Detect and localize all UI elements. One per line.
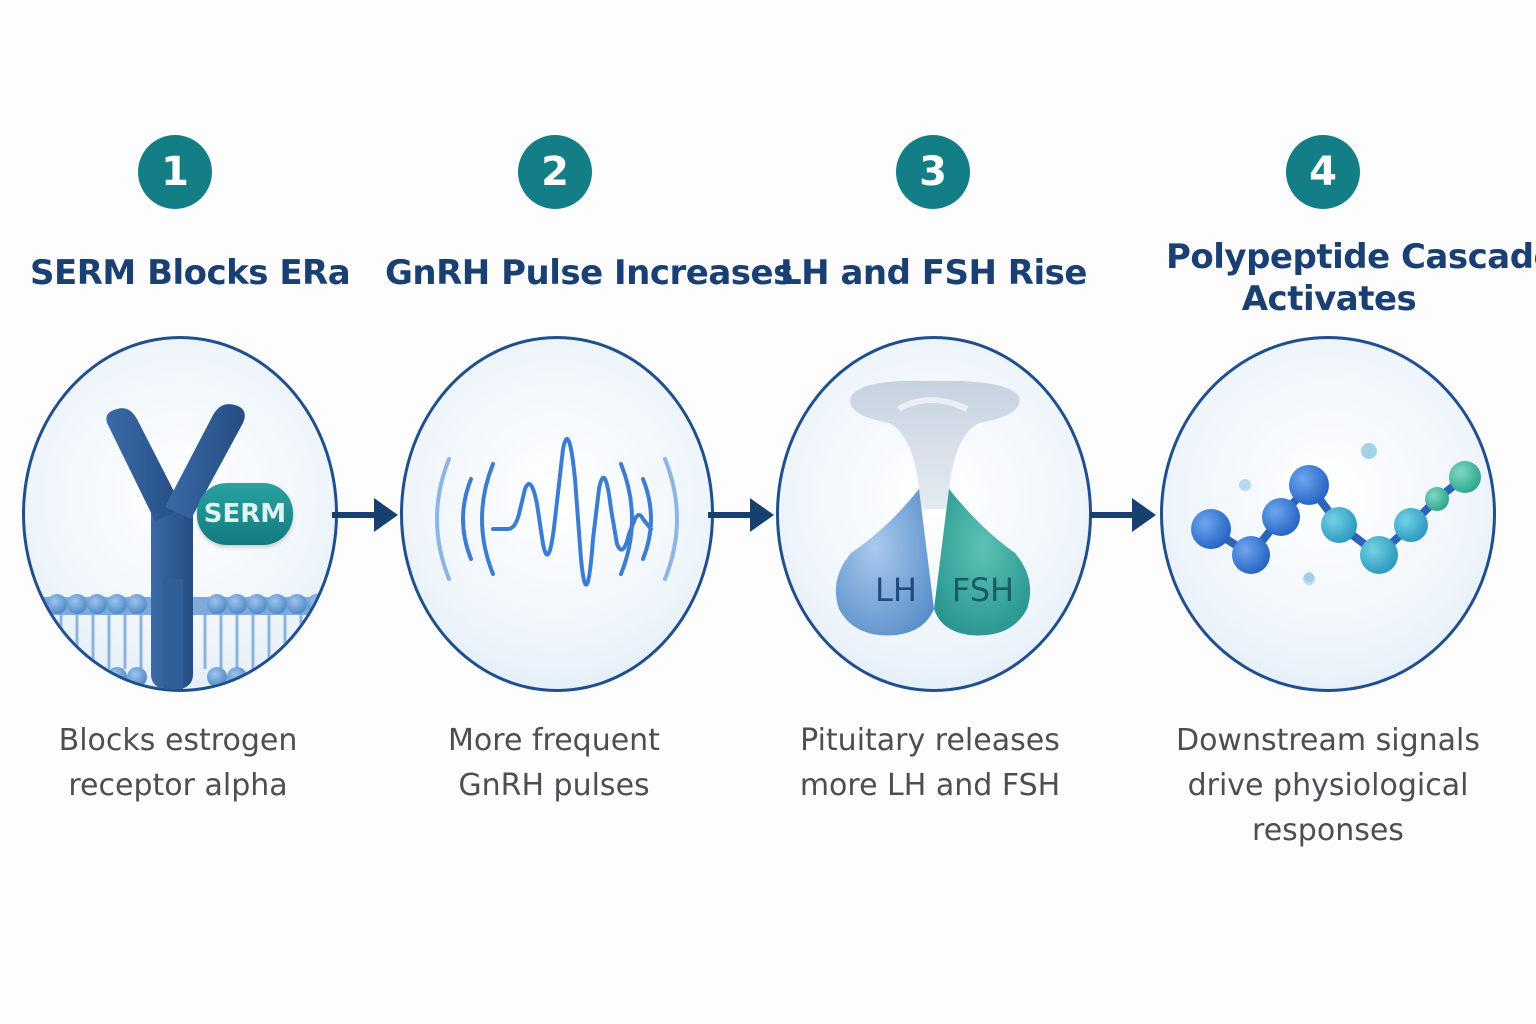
step-3-desc-line-2: more LH and FSH (799, 768, 1061, 803)
pulse-wave-icon (435, 437, 679, 587)
step-1-illustration-circle: SERM (22, 336, 338, 692)
step-3-title: LH and FSH Rise (780, 252, 1087, 294)
step-4-number-badge: 4 (1286, 135, 1360, 209)
fsh-lobe-label: FSH (951, 571, 1015, 609)
step-1-desc-line-1: Blocks estrogen (58, 723, 298, 758)
step-3-desc-line-1: Pituitary releases (800, 723, 1060, 758)
step-3-number-badge: 3 (896, 135, 970, 209)
step-4-title-line-2: Activates (1241, 279, 1417, 319)
arrow-step-1-to-2 (332, 498, 398, 532)
step-3-illustration-circle: LH FSH (776, 336, 1092, 692)
step-4-title: Polypeptide Cascade Activates (1166, 236, 1536, 320)
step-2-desc-line-2: GnRH pulses (458, 768, 650, 803)
step-2-number-badge: 2 (518, 135, 592, 209)
step-4-desc-line-2: drive physiological (1187, 768, 1469, 803)
pituitary-gland-illustration (835, 380, 1031, 636)
lh-lobe-label: LH (875, 571, 917, 609)
step-4-desc-line-3: responses (1252, 813, 1404, 848)
serm-label: SERM (203, 499, 287, 529)
step-2-illustration-circle (400, 336, 714, 692)
step-1-title: SERM Blocks ERa (30, 252, 351, 294)
polypeptide-chain-illustration (1191, 443, 1481, 585)
step-4-desc-line-1: Downstream signals (1175, 723, 1481, 758)
step-4-description: Downstream signals drive physiological r… (1170, 718, 1486, 853)
step-1-desc-line-2: receptor alpha (68, 768, 288, 803)
step-2-title-line-1: GnRH Pulse Increases (385, 253, 793, 293)
arrow-step-3-to-4 (1090, 498, 1156, 532)
step-1-number-badge: 1 (138, 135, 212, 209)
step-1-title-line-1: SERM Blocks ERa (30, 253, 351, 293)
step-2-desc-line-1: More frequent (448, 723, 660, 758)
step-1-description: Blocks estrogen receptor alpha (30, 718, 326, 808)
step-4-illustration-circle (1160, 336, 1496, 692)
step-3-description: Pituitary releases more LH and FSH (782, 718, 1078, 808)
serm-ligand-pill: SERM (197, 483, 293, 545)
step-3-title-line-1: LH and FSH Rise (780, 253, 1087, 293)
receptor-membrane-illustration (25, 404, 335, 689)
step-2-title: GnRH Pulse Increases (385, 252, 793, 294)
arrow-step-2-to-3 (708, 498, 774, 532)
step-2-description: More frequent GnRH pulses (406, 718, 702, 808)
step-4-title-line-1: Polypeptide Cascade (1166, 237, 1536, 277)
